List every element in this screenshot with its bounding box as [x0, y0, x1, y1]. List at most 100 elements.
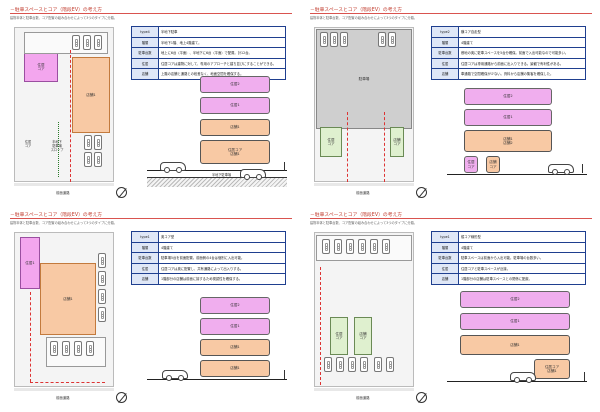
ground-line [447, 174, 587, 175]
panel-subtitle: 建物本体と駐車台数、コア配置の組み合わせによって3つのタイプに分類。 [10, 221, 117, 225]
street-label: 前面道路 [356, 396, 370, 400]
floor-shop1a: 店舗1 [200, 339, 270, 356]
pole-icon [284, 370, 286, 379]
title-rule [310, 13, 592, 14]
floor-shop: 店舗1 店舗2 [464, 130, 552, 152]
car-icon [370, 239, 378, 254]
house-core-block: 住居 コア [24, 52, 58, 82]
car-icon [98, 253, 106, 268]
panel-title: －駐車スペースとコア（階段EV）の考え方 [10, 8, 103, 13]
house-core-block: 住居 コア [330, 317, 348, 355]
boundary-line [30, 292, 31, 382]
panel-title: －駐車スペースとコア（階段EV）の考え方 [10, 213, 103, 218]
car-elevation-icon [548, 164, 574, 175]
car-icon [50, 341, 58, 356]
car-icon [98, 289, 106, 304]
car-icon [324, 357, 332, 372]
core-house-elev: 住居 コア [464, 156, 478, 173]
car-elevation-icon [510, 372, 536, 383]
north-arrow-icon [416, 392, 427, 403]
car-icon [84, 135, 92, 150]
street-strip [14, 183, 114, 186]
panel-type1b: －駐車スペースとコア（階段EV）の考え方 建物本体と駐車台数、コア配置の組み合わ… [302, 207, 598, 411]
car-elevation-icon [160, 162, 186, 173]
street-label: 前面道路 [356, 191, 370, 195]
boundary-line [320, 267, 321, 385]
floor-house1: 住居1 [464, 109, 552, 126]
title-rule [10, 13, 292, 14]
boundary-line [384, 112, 385, 182]
car-icon [84, 152, 92, 167]
floor-house1: 住居1 [460, 313, 570, 330]
ramp-path [58, 122, 59, 177]
floor-house2: 住居2 [200, 297, 270, 314]
car-icon [94, 35, 102, 50]
shop-core-block: 店舗 コア [390, 127, 404, 157]
floor-house1: 住居1 [200, 97, 270, 114]
street-label: 前面道路 [56, 396, 70, 400]
car-icon [94, 152, 102, 167]
basement-hatch [147, 177, 287, 187]
floor-shop1: 店舗1 [460, 335, 570, 355]
pole-icon [584, 372, 586, 381]
car-icon [74, 341, 82, 356]
title-rule [310, 218, 592, 219]
car-icon [86, 341, 94, 356]
car-icon [62, 341, 70, 356]
panel-title: －駐車スペースとコア（階段EV）の考え方 [310, 8, 403, 13]
pole-icon [582, 164, 584, 173]
car-icon [386, 357, 394, 372]
panel-type2: －駐車スペースとコア（階段EV）の考え方 建物本体と駐車台数、コア配置の組み合わ… [302, 2, 598, 206]
car-icon [94, 135, 102, 150]
car-icon [382, 239, 390, 254]
boundary-line [70, 50, 71, 182]
car-icon [374, 357, 382, 372]
ground-line [147, 379, 287, 380]
car-icon [378, 32, 386, 47]
car-icon [388, 32, 396, 47]
boundary-line [30, 382, 105, 383]
panel-title: －駐車スペースとコア（階段EV）の考え方 [310, 213, 403, 218]
street-label: 前面道路 [56, 191, 70, 195]
car-icon [83, 35, 91, 50]
car-icon [330, 32, 338, 47]
car-icon [72, 35, 80, 50]
floor-house1: 住居1 [200, 318, 270, 335]
car-icon [98, 271, 106, 286]
ground-line [147, 170, 287, 171]
ramp-label: 半地下 駐車場 スロープ [50, 140, 64, 152]
floor-house2: 住居2 [460, 291, 570, 308]
house-core-label: 住居 コア [24, 140, 32, 148]
panel-subtitle: 建物本体と駐車台数、コア配置の組み合わせによって3つのタイプに分類。 [10, 16, 117, 20]
car-icon [336, 357, 344, 372]
panel-type4: －駐車スペースとコア（階段EV）の考え方 建物本体と駐車台数、コア配置の組み合わ… [2, 2, 298, 206]
car-icon [340, 32, 348, 47]
street-strip [314, 388, 414, 391]
car-icon [334, 239, 342, 254]
car-elevation-icon [240, 169, 266, 180]
north-arrow-icon [116, 392, 127, 403]
floor-core-shop: 住居コア 店舗1 [534, 359, 570, 379]
shop-core-block: 店舗 コア [354, 317, 372, 355]
title-rule [10, 218, 292, 219]
car-icon [320, 32, 328, 47]
section-label: 半地下駐車場 [212, 173, 232, 177]
car-icon [348, 357, 356, 372]
panel-subtitle: 建物本体と駐車台数、コア配置の組み合わせによって3つのタイプに分類。 [310, 16, 417, 20]
floor-house2: 住居2 [464, 88, 552, 105]
car-icon [346, 239, 354, 254]
car-icon [358, 239, 366, 254]
car-elevation-icon [162, 370, 188, 381]
car-icon [360, 357, 368, 372]
north-arrow-icon [116, 187, 127, 198]
shop1-block: 店舗1 [40, 263, 96, 335]
panel-subtitle: 建物本体と駐車台数、コア配置の組み合わせによって3つのタイプに分類。 [310, 221, 417, 225]
pole-icon [284, 162, 286, 171]
shop1-block: 店舗1 [72, 57, 110, 133]
panel-type1a: －駐車スペースとコア（階段EV）の考え方 建物本体と駐車台数、コア配置の組み合わ… [2, 207, 298, 411]
boundary-line [347, 112, 348, 182]
floor-shop1: 店舗1 [200, 119, 270, 136]
